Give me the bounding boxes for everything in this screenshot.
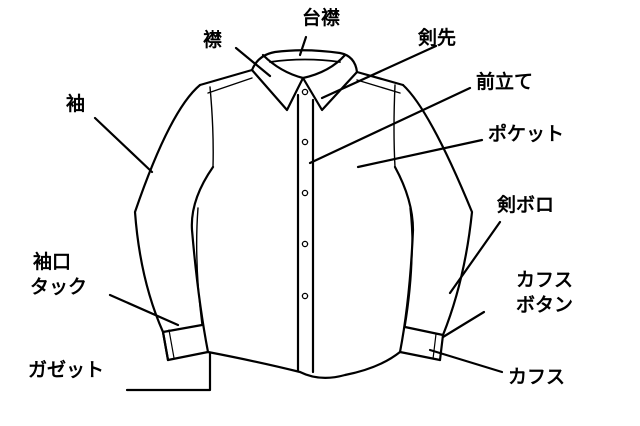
leader-sodeguchi-tack <box>108 293 180 327</box>
leader-daieri <box>298 35 308 57</box>
leader-maetate <box>308 86 472 165</box>
label-gusset: ガゼット <box>28 359 105 381</box>
yoke-left <box>207 77 253 94</box>
leader-cuff-button <box>441 310 486 339</box>
label-cuffbutton-line1: カフス <box>516 269 574 291</box>
leader-kensaki <box>320 44 438 100</box>
label-pocket: ポケット <box>488 123 565 145</box>
label-sodeguchi-line2: タック <box>30 276 88 298</box>
button <box>301 138 309 146</box>
leader-sode <box>93 116 154 174</box>
label-kenboro: 剣ボロ <box>497 194 555 216</box>
leader-pocket <box>356 138 484 169</box>
placket <box>296 93 315 374</box>
sleeve-right <box>401 83 474 362</box>
underarm-right <box>404 207 413 328</box>
collar-stand <box>250 49 359 74</box>
button <box>301 189 309 197</box>
yoke-right <box>356 79 401 94</box>
side-right <box>393 165 415 354</box>
cuff-left <box>161 323 210 362</box>
label-sodeguchi-line1: 袖口 <box>33 251 72 273</box>
cuff-left-fold <box>168 329 175 359</box>
cuff-right-fold <box>432 333 437 360</box>
leader-cuff <box>428 348 504 374</box>
button <box>301 88 309 96</box>
side-left <box>190 165 215 354</box>
label-cuffbutton-line2: ボタン <box>516 294 574 316</box>
underarm-left <box>195 207 203 326</box>
label-sode: 袖 <box>66 93 86 115</box>
cuff-right <box>398 325 445 362</box>
sleeve-left <box>133 83 202 362</box>
armhole-right <box>393 84 396 168</box>
leader-eri <box>234 46 272 78</box>
label-maetate: 前立て <box>476 71 534 93</box>
collar-right <box>301 53 359 112</box>
shoulder-right <box>355 70 405 87</box>
hem <box>206 350 402 379</box>
shoulder-left <box>198 68 254 87</box>
collar-inner <box>269 58 341 63</box>
leader-gusset <box>125 351 212 392</box>
leader-kenboro <box>448 220 502 295</box>
label-kensaki: 剣先 <box>418 27 457 49</box>
label-cuff: カフス <box>508 366 566 388</box>
label-eri: 襟 <box>203 29 223 51</box>
buttons <box>301 88 309 300</box>
button <box>301 240 309 248</box>
label-daieri: 台襟 <box>302 7 341 29</box>
button <box>301 292 309 300</box>
leader-lines <box>93 35 504 392</box>
armhole-left <box>209 86 214 168</box>
shirt-body <box>133 49 474 379</box>
collar-left <box>250 53 305 112</box>
